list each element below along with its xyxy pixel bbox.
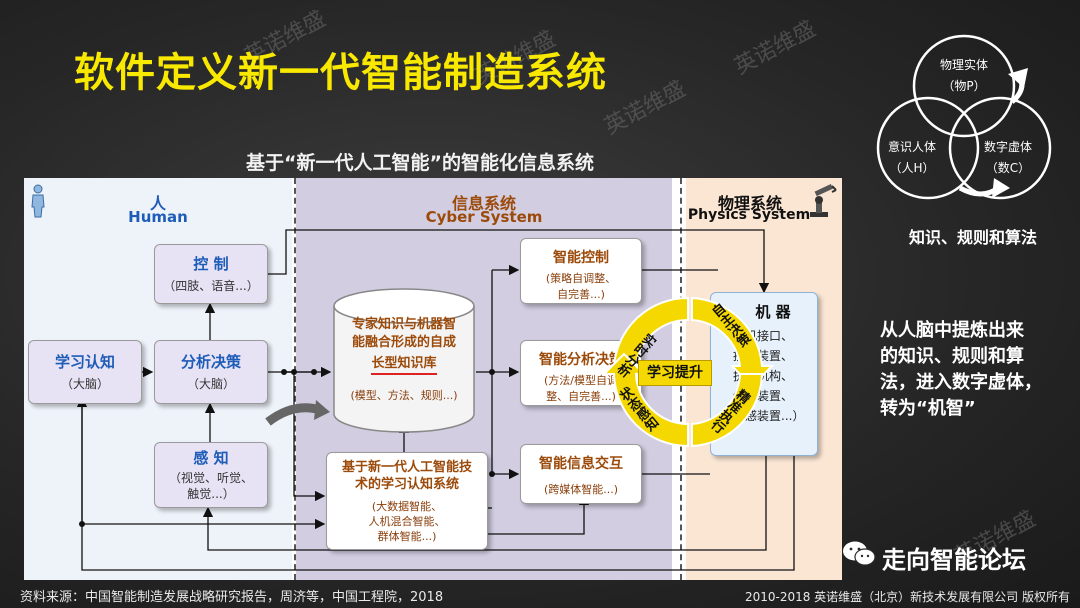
smart-analysis-sub1: (方法/模型自调 [544,374,618,387]
side-explanation: 从人脑中提炼出来 的知识、规则和算 法，进入数字虚体， 转为“机智” [880,318,1070,422]
perceive-sub1: （视觉、听觉、 [168,471,253,485]
cognition-sub3: 群体智能...) [377,530,437,543]
smart-analysis-title: 智能分析决策 [539,352,623,368]
kb-line3: 长型知识库 [371,355,437,375]
learn-sub: （大脑） [60,377,109,391]
venn-caption: 知识、规则和算法 [908,228,1037,247]
venn-top-line1: 物理实体 [939,58,988,72]
knowledge-base-cylinder [333,288,475,433]
analyze-box: 分析决策 （大脑） [154,340,268,404]
control-sub: （四肢、语音...） [163,279,259,293]
cycle-center-label: 学习提升 [638,360,712,386]
cognition-sub1: (大数据智能、 [371,500,443,513]
control-box: 控 制 （四肢、语音...） [154,244,268,304]
venn-digital-virtual: 数字虚体 （数C） [968,138,1048,176]
side-text-line: 从人脑中提炼出来 [880,320,1024,341]
smart-interact-title: 智能信息交互 [539,456,623,472]
brand-name: 走向智能论坛 [882,546,1026,574]
side-text-line: 转为“机智” [880,398,976,419]
cognition-line2: 术的学习认知系统 [354,477,459,492]
perceive-box: 感 知 （视觉、听觉、 触觉...） [154,442,268,508]
learning-cycle [601,296,775,448]
smart-control-sub1: (策略自调整、 [545,272,617,285]
copyright-note: 2010-2018 英诺维盛（北京）新技术发展有限公司 版权所有 [744,590,1070,604]
watermark-4: 英诺维盛 [730,16,820,80]
venn-left-line1: 意识人体 [887,140,936,154]
smart-analysis-sub2: 整、自完善...) [546,390,616,403]
smart-control-sub2: 自完善...) [557,288,605,301]
side-text-line: 的知识、规则和算 [880,346,1024,367]
robot-arm-icon [810,184,837,217]
zone-divider-1 [294,178,296,580]
analyze-title: 分析决策 [180,353,241,371]
diagram-subtitle: 基于“新一代人工智能”的智能化信息系统 [246,152,594,174]
zone-physics-en: Physics System [687,207,811,223]
zone-human-cn: 人 [149,194,166,213]
kb-line1: 专家知识与机器智 [351,317,456,332]
venn-physical-entity: 物理实体 （物P） [924,56,1004,94]
connector-lines [76,229,795,571]
venn-diagram [876,34,1052,200]
system-diagram: 人 Human 信息系统 Cyber System 物理系统 Physics S… [24,178,842,580]
side-text-line: 法，进入数字虚体， [880,372,1042,393]
venn-right-line1: 数字虚体 [983,140,1032,154]
control-title: 控 制 [193,255,229,273]
venn-top-line2: （物P） [942,79,986,93]
kb-sub: (模型、方法、规则...) [350,389,458,402]
page-title: 软件定义新一代智能制造系统 [74,50,607,96]
venn-left-line2: （人H） [889,161,935,175]
cognition-line1: 基于新一代人工智能技 [341,460,472,475]
analyze-sub: （大脑） [186,377,235,391]
zone-physics-cn: 物理系统 [717,194,782,213]
watermark-3: 英诺维盛 [600,76,690,140]
smart-control-title: 智能控制 [553,250,609,266]
zone-cyber-cn: 信息系统 [451,194,516,213]
smart-interact-sub: (跨媒体智能...) [543,483,619,496]
source-note: 资料来源：中国智能制造发展战略研究报告，周济等，中国工程院，2018 [20,590,444,605]
cognition-box: 基于新一代人工智能技 术的学习认知系统 (大数据智能、 人机混合智能、 群体智能… [326,452,488,550]
kb-line2: 能融合形成的自成 [351,335,456,350]
cognition-sub2: 人机混合智能、 [368,515,446,528]
perceive-title: 感 知 [193,449,229,467]
smart-interact-box: 智能信息交互 (跨媒体智能...) [520,444,642,504]
zone-human-en: Human [128,208,188,226]
zone-cyber-en: Cyber System [425,208,543,226]
learn-box: 学习认知 （大脑） [28,340,142,404]
knowledge-base-text: 专家知识与机器智 能融合形成的自成 长型知识库 (模型、方法、规则...) [330,316,478,403]
smart-control-box: 智能控制 (策略自调整、 自完善...) [520,238,642,304]
perceive-sub2: 触觉...） [187,487,235,501]
machine-title: 机 器 [755,303,791,321]
person-icon [31,184,45,218]
venn-human-body: 意识人体 （人H） [872,138,952,176]
wechat-icon [843,541,876,566]
venn-right-line2: （数C） [985,161,1031,175]
learn-title: 学习认知 [54,353,115,371]
